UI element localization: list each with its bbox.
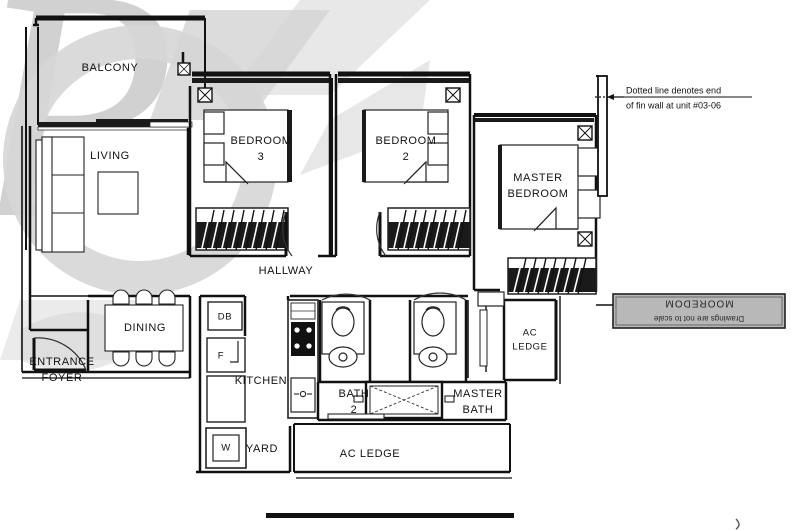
label-hallway: HALLWAY bbox=[259, 265, 314, 277]
label-living: LIVING bbox=[90, 150, 130, 162]
bedroom3-column-markers bbox=[177, 52, 213, 103]
kitchen-structure bbox=[196, 294, 292, 474]
fridge-label: F bbox=[218, 351, 224, 362]
rotated-label-box: Drawings are not to scale MOOREDOM bbox=[596, 293, 786, 329]
bath2-fixtures bbox=[321, 301, 365, 368]
ac-ledge-right-structure bbox=[502, 296, 561, 384]
bedroom3-window bbox=[192, 78, 330, 83]
label-bedroom2-number: 2 bbox=[403, 151, 410, 163]
label-masterbath-line2: BATH bbox=[463, 404, 494, 416]
rotated-label-small: Drawings are not to scale bbox=[653, 314, 744, 323]
bedroom3-bed bbox=[203, 109, 292, 185]
balcony-wall-corner bbox=[33, 18, 39, 27]
master-window bbox=[474, 118, 594, 122]
ac-ledge-bottom-structure bbox=[293, 423, 512, 479]
label-kitchen: KITCHEN bbox=[235, 375, 287, 387]
living-coffee-table bbox=[97, 171, 139, 215]
label-master-bedroom-line2: BEDROOM bbox=[507, 188, 568, 200]
utility-boxes bbox=[477, 291, 505, 307]
washer-label: W bbox=[221, 443, 231, 454]
bath-structure bbox=[286, 294, 508, 422]
fin-wall-group: Dotted line denotes end of fin wall at u… bbox=[595, 75, 752, 197]
wall-structure bbox=[21, 15, 206, 379]
kitchen-appliances bbox=[287, 299, 319, 419]
bath2-window bbox=[327, 413, 385, 420]
label-bath2-line1: BATH bbox=[339, 388, 370, 400]
bedroom3-door bbox=[282, 211, 293, 257]
annotation-line2: of fin wall at unit #03-06 bbox=[626, 100, 721, 110]
label-entrance-line2: FOYER bbox=[42, 372, 83, 384]
bedroom3-wardrobe bbox=[195, 207, 289, 251]
db-box bbox=[207, 301, 243, 331]
bedroom2-window bbox=[338, 78, 470, 83]
scale-bar bbox=[266, 513, 514, 518]
dining-table bbox=[104, 304, 184, 352]
label-bedroom3-number: 3 bbox=[258, 151, 265, 163]
label-ac-ledge-right-line2: LEDGE bbox=[512, 342, 547, 353]
fridge-group bbox=[206, 337, 246, 373]
label-yard: YARD bbox=[246, 443, 278, 455]
bath-door-swings bbox=[321, 292, 467, 301]
masterbath-fixtures bbox=[413, 301, 457, 368]
fin-wall bbox=[597, 75, 608, 197]
master-column-markers bbox=[577, 125, 593, 247]
bedroom2-bed bbox=[362, 109, 449, 185]
master-bed bbox=[498, 144, 601, 232]
bedroom2-wardrobe bbox=[387, 207, 471, 251]
label-masterbath-line1: MASTER bbox=[453, 388, 502, 400]
bedroom2-door bbox=[376, 211, 387, 257]
label-bedroom2: BEDROOM bbox=[375, 135, 436, 147]
master-wardrobe bbox=[507, 257, 597, 295]
bedroom3-structure bbox=[188, 71, 336, 258]
bedroom2-column-marker bbox=[445, 87, 461, 103]
label-ac-ledge-bottom: AC LEDGE bbox=[340, 448, 400, 460]
annotation-line1: Dotted line denotes end bbox=[626, 85, 721, 95]
label-master-bedroom-line1: MASTER bbox=[513, 172, 562, 184]
label-ac-ledge-right-line1: AC bbox=[523, 328, 537, 339]
entrance-door bbox=[32, 337, 87, 372]
rotated-label-big: MOOREDOM bbox=[664, 297, 733, 308]
corner-tail-glyph bbox=[735, 518, 740, 530]
shower-tray bbox=[364, 380, 444, 420]
annotation-arrow bbox=[607, 94, 614, 100]
label-bath2-line2: 2 bbox=[351, 404, 358, 416]
living-sofa bbox=[35, 136, 85, 253]
label-entrance-line1: ENTRANCE bbox=[29, 356, 94, 368]
label-dining: DINING bbox=[124, 322, 166, 334]
dining-furniture bbox=[104, 289, 184, 367]
dining-chairs bbox=[112, 289, 176, 367]
label-bedroom3: BEDROOM bbox=[230, 135, 291, 147]
kitchen-counter bbox=[206, 375, 246, 423]
shower-doors bbox=[353, 395, 455, 403]
service-corridor bbox=[467, 300, 488, 378]
label-balcony: BALCONY bbox=[82, 62, 139, 74]
washer-group bbox=[205, 427, 247, 469]
db-label: DB bbox=[218, 312, 232, 323]
